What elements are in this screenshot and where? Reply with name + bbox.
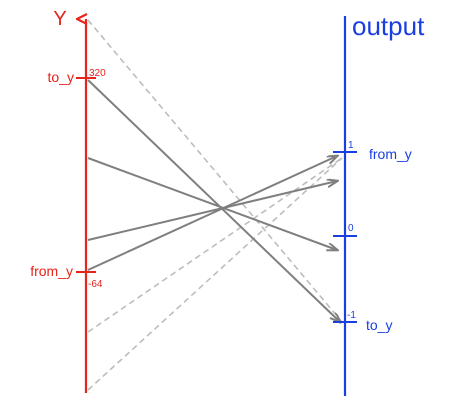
right-tick-1-value: 1 xyxy=(348,140,354,151)
left-axis-title: Y xyxy=(53,8,66,30)
arrow-line-1 xyxy=(87,79,340,322)
arrow-line-3 xyxy=(87,181,337,241)
left-lower-tick-name: from_y xyxy=(30,263,73,279)
left-upper-tick-value: 320 xyxy=(89,68,106,79)
left-axis: Y to_y 320 from_y -64 xyxy=(30,8,106,393)
right-tick-1-name: from_y xyxy=(369,146,412,162)
right-axis-title: output xyxy=(352,11,425,41)
dashed-line-top xyxy=(87,19,343,323)
right-tick-minus1-name: to_y xyxy=(366,317,392,333)
right-tick-0-value: 0 xyxy=(348,223,354,234)
arrow-line-4 xyxy=(87,156,337,271)
solid-mapping-lines xyxy=(87,79,340,322)
right-axis: output 1 from_y 0 -1 to_y xyxy=(333,11,425,396)
dashed-line-mid xyxy=(87,157,343,333)
left-lower-tick-value: -64 xyxy=(88,279,103,290)
dashed-line-bottom xyxy=(87,157,343,391)
right-tick-minus1-value: -1 xyxy=(347,310,356,321)
left-upper-tick-name: to_y xyxy=(48,69,74,85)
dashed-mapping-lines xyxy=(87,19,343,391)
arrow-line-2 xyxy=(87,157,337,250)
